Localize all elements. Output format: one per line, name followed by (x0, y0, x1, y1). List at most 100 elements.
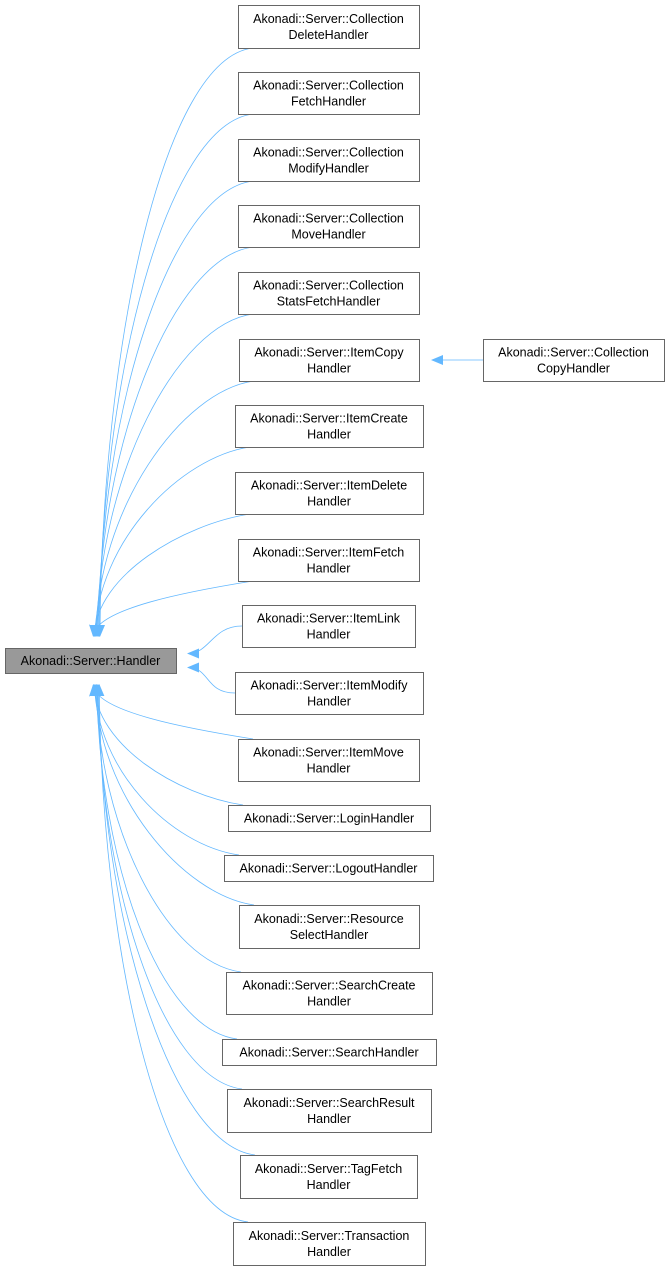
class-name-line: CopyHandler (537, 362, 610, 376)
class-box (238, 205, 420, 248)
class-name-line: Akonadi::Server::Collection (253, 212, 404, 226)
class-box (239, 339, 420, 382)
class-name-line: Akonadi::Server::Collection (498, 346, 649, 360)
inheritance-edge-item-create-handler (90, 446, 251, 637)
class-name-line: MoveHandler (291, 228, 365, 242)
class-box (233, 1222, 426, 1266)
inheritance-edge-transaction-handler (94, 684, 249, 1223)
class-node-handler[interactable]: Akonadi::Server::Handler (5, 648, 177, 674)
class-name-line: Akonadi::Server::ItemCopy (254, 346, 404, 360)
class-name-line: Akonadi::Server::ItemModify (250, 679, 408, 693)
class-name-line: Akonadi::Server::ItemCreate (250, 412, 408, 426)
class-name-line: Handler (307, 995, 351, 1009)
class-name-line: Handler (307, 1112, 351, 1126)
nodes: Akonadi::Server::HandlerAkonadi::Server:… (5, 5, 665, 1266)
inheritance-edge-logout-handler (89, 684, 240, 856)
class-name-line: Akonadi::Server::SearchHandler (239, 1046, 418, 1060)
inheritance-edge-item-fetch-handler (89, 580, 254, 637)
class-box (238, 139, 420, 182)
class-name-line: Akonadi::Server::Collection (253, 146, 404, 160)
inheritance-edge-item-modify-handler (187, 662, 236, 694)
class-name-line: Akonadi::Server::LogoutHandler (240, 862, 418, 876)
class-name-line: Akonadi::Server::Collection (253, 79, 404, 93)
inheritance-edge-item-copy-handler (90, 380, 255, 637)
class-box (226, 972, 433, 1015)
class-name-line: Akonadi::Server::ItemLink (257, 612, 401, 626)
inheritance-edge-collection-delete-handler (95, 47, 254, 637)
class-node-collection-stats-fetch-handler[interactable]: Akonadi::Server::CollectionStatsFetchHan… (238, 272, 420, 315)
class-box (235, 672, 424, 715)
class-name-line: Handler (307, 628, 351, 642)
class-box (228, 805, 431, 832)
class-box (5, 648, 177, 674)
inheritance-edge-collection-modify-handler (93, 180, 254, 637)
class-name-line: Akonadi::Server::ItemFetch (253, 546, 405, 560)
class-name-line: Akonadi::Server::Collection (253, 279, 404, 293)
class-name-line: Akonadi::Server::TagFetch (255, 1162, 402, 1176)
class-box (222, 1039, 437, 1066)
class-box (238, 539, 420, 582)
class-box (238, 272, 420, 315)
inheritance-edge-collection-stats-fetch-handler (91, 313, 254, 637)
class-name-line: Akonadi::Server::SearchResult (244, 1096, 415, 1110)
class-name-line: Handler (307, 695, 351, 709)
class-box (227, 1089, 432, 1133)
class-box (239, 905, 420, 949)
class-name-line: Handler (307, 1178, 351, 1192)
class-box (240, 1155, 418, 1199)
inheritance-edge-collection-fetch-handler (94, 113, 254, 637)
class-node-logout-handler[interactable]: Akonadi::Server::LogoutHandler (224, 855, 434, 882)
class-name-line: DeleteHandler (289, 28, 369, 42)
inheritance-edge-login-handler (89, 684, 244, 806)
class-box (483, 339, 665, 382)
inheritance-edge-search-handler (92, 684, 238, 1040)
class-name-line: Handler (307, 562, 351, 576)
class-name-line: Handler (307, 428, 351, 442)
class-name-line: Akonadi::Server::ItemDelete (251, 479, 407, 493)
inheritance-edge-item-delete-handler (89, 513, 251, 637)
inheritance-edge-collection-move-handler (92, 246, 254, 637)
class-name-line: SelectHandler (290, 928, 369, 942)
class-name-line: Akonadi::Server::Resource (254, 912, 403, 926)
class-box (238, 72, 420, 115)
class-name-line: Handler (307, 495, 351, 509)
class-box (224, 855, 434, 882)
class-name-line: ModifyHandler (288, 162, 369, 176)
class-name-line: Akonadi::Server::ItemMove (253, 746, 404, 760)
class-box (242, 605, 416, 648)
class-name-line: Akonadi::Server::Collection (253, 12, 404, 26)
class-node-search-handler[interactable]: Akonadi::Server::SearchHandler (222, 1039, 437, 1066)
inheritance-edge-item-link-handler (187, 625, 243, 659)
class-box (238, 5, 420, 49)
class-node-login-handler[interactable]: Akonadi::Server::LoginHandler (228, 805, 431, 832)
class-name-line: Handler (307, 762, 351, 776)
edges (89, 47, 483, 1223)
class-box (235, 405, 424, 448)
class-name-line: Akonadi::Server::SearchCreate (242, 979, 415, 993)
inheritance-edge-search-result-handler (92, 684, 243, 1090)
class-name-line: FetchHandler (291, 95, 366, 109)
inheritance-edge-tag-fetch-handler (93, 684, 256, 1156)
class-name-line: Akonadi::Server::Handler (21, 654, 161, 668)
class-name-line: Handler (307, 1245, 351, 1259)
class-name-line: StatsFetchHandler (277, 295, 381, 309)
class-name-line: Akonadi::Server::Transaction (249, 1229, 410, 1243)
